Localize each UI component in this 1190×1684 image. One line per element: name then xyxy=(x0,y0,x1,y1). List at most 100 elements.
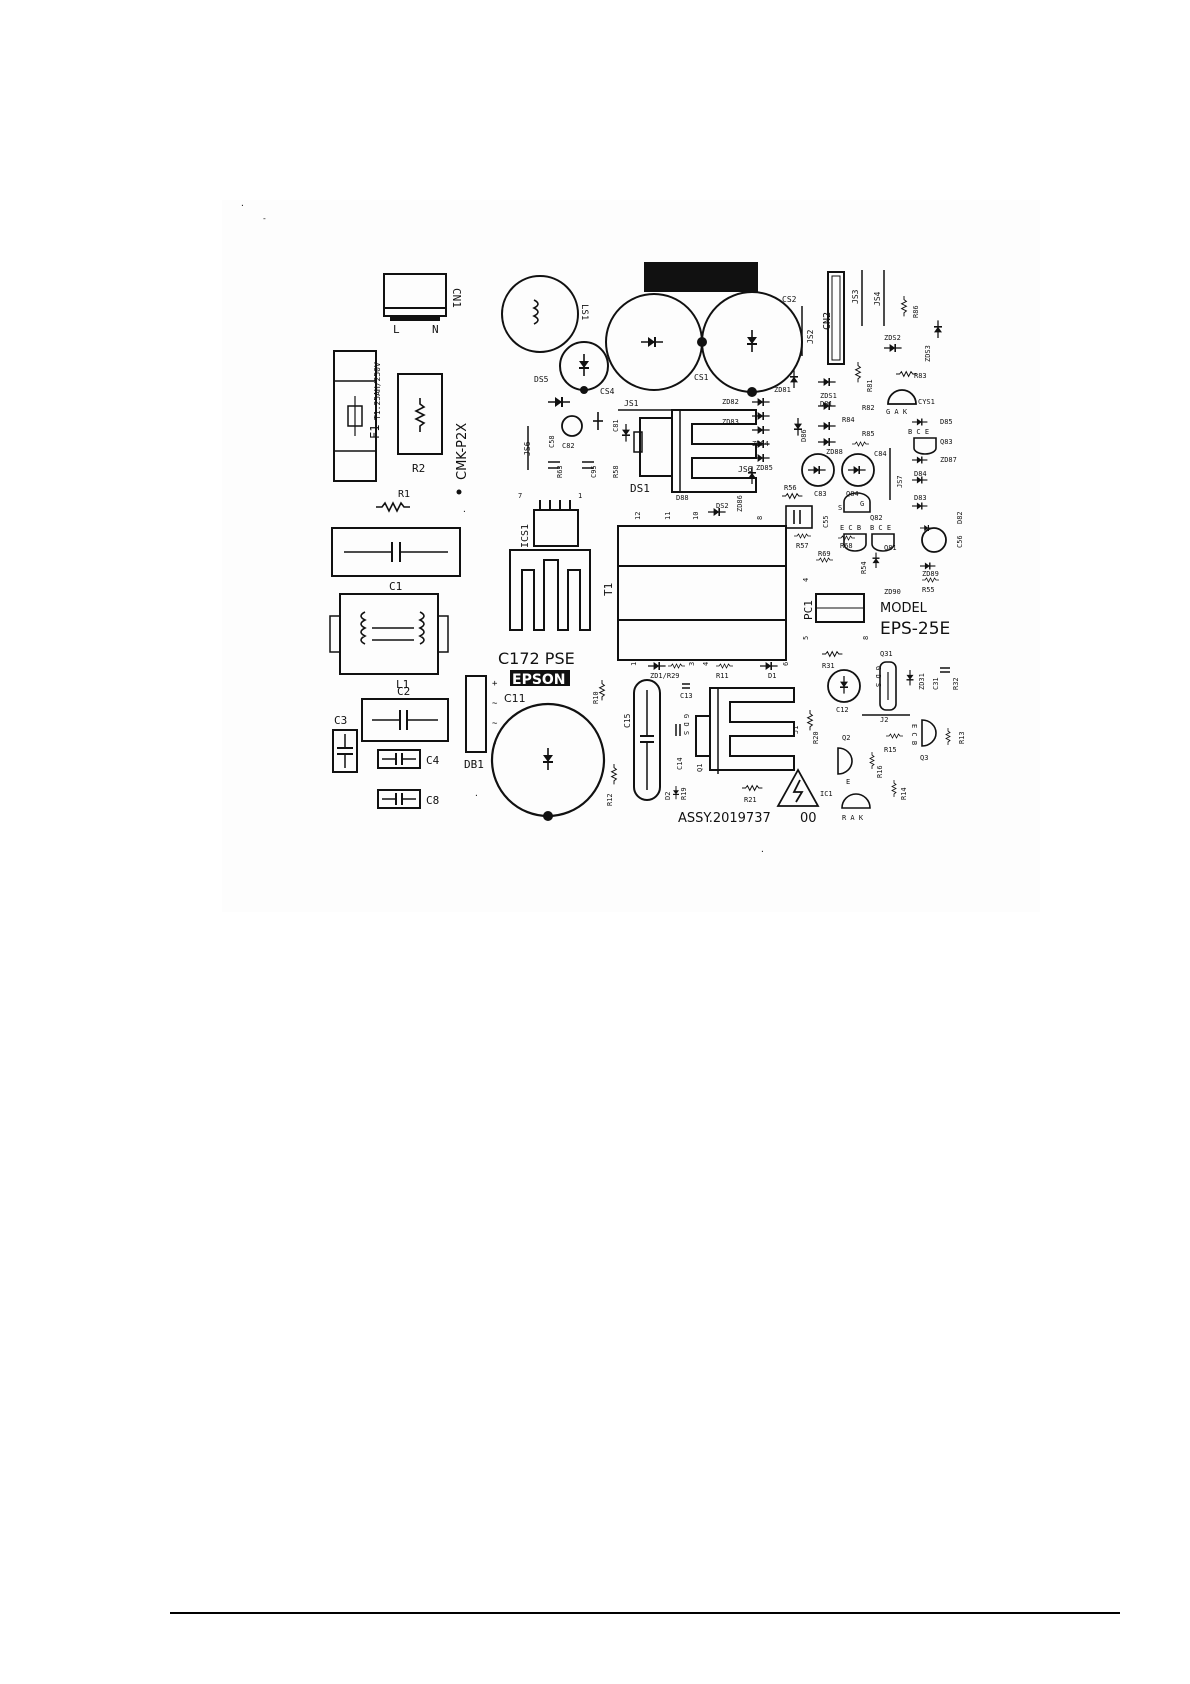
label-d82: D82 xyxy=(956,511,964,524)
c1-capacitor xyxy=(331,527,461,577)
label-r63: R63 xyxy=(556,465,564,478)
label-r86: R86 xyxy=(912,305,920,318)
c83-capacitor xyxy=(801,453,835,487)
label-r54: R54 xyxy=(860,561,868,574)
blackout-label xyxy=(644,262,758,292)
label-c14: C14 xyxy=(676,757,684,770)
q83-transistor xyxy=(913,437,937,455)
label-n: N xyxy=(432,323,439,336)
label-zds3: ZDS3 xyxy=(924,345,932,362)
label-r85: R85 xyxy=(862,430,875,438)
r2-resistor xyxy=(397,373,443,455)
c8-capacitor xyxy=(377,789,421,809)
cys1-regulator xyxy=(887,389,917,405)
label-ds2: DS2 xyxy=(716,502,729,510)
label-c95: C95 xyxy=(590,465,598,478)
label-r69: R69 xyxy=(818,550,831,558)
db1-ac2: ~ xyxy=(492,719,498,729)
label-bce: B C E xyxy=(908,428,929,436)
label-js1: JS1 xyxy=(624,399,639,408)
label-q83: Q83 xyxy=(940,438,953,446)
epson-logo-bg xyxy=(510,670,570,686)
label-r10: R10 xyxy=(592,691,600,704)
label-c83: C83 xyxy=(814,490,827,498)
label-gds2: G D S xyxy=(874,666,882,687)
svg-text:.: . xyxy=(474,789,479,798)
svg-text:-: - xyxy=(262,214,267,223)
label-q2: Q2 xyxy=(842,734,850,742)
label-ecb2: E C B xyxy=(910,724,918,745)
label-rs5: R55 xyxy=(922,586,935,594)
label-ds5: DS5 xyxy=(534,375,549,384)
db1-plus: + xyxy=(492,679,498,689)
label-d85: D85 xyxy=(940,418,953,426)
label-zd88: ZD88 xyxy=(826,448,843,456)
label-js6: JS6 xyxy=(523,441,532,456)
ls1-inductor xyxy=(501,275,579,353)
label-e: E xyxy=(846,778,850,786)
label-c1: C1 xyxy=(389,580,402,593)
label-l1: L1 xyxy=(396,678,409,691)
label-q3: Q3 xyxy=(920,754,928,762)
label-ecb: E C B xyxy=(840,524,861,532)
label-r57: R57 xyxy=(796,542,809,550)
q3-transistor xyxy=(921,719,937,747)
ic1-regulator xyxy=(841,793,871,809)
label-zds1: ZDS1 xyxy=(820,392,837,400)
svg-text:.: . xyxy=(240,199,245,208)
label-s: S xyxy=(838,504,842,512)
label-r2: R2 xyxy=(412,462,425,475)
q31-transistor xyxy=(879,661,897,711)
ics1-ic xyxy=(533,509,579,547)
label-r11: R11 xyxy=(716,672,729,680)
label-cn1: CN1 xyxy=(450,288,463,308)
label-f1: F1 xyxy=(368,425,382,439)
label-n7: 7 xyxy=(518,492,522,500)
label-d86: D86 xyxy=(800,429,808,442)
fuse-rating: T1.25AH/250V xyxy=(373,362,382,420)
label-cs2: CS2 xyxy=(782,295,797,304)
c2-capacitor xyxy=(361,698,449,742)
label-js7: JS7 xyxy=(896,475,904,488)
label-g: G xyxy=(860,500,864,508)
label-j1: J1 xyxy=(792,726,800,734)
label-cs1: CS1 xyxy=(694,373,709,382)
label-q82: Q82 xyxy=(870,514,883,522)
label-c31: C31 xyxy=(932,677,940,690)
label-r56: R56 xyxy=(784,484,797,492)
label-ds1: DS1 xyxy=(630,482,650,495)
label-d88: D88 xyxy=(676,494,689,502)
label-c84: C84 xyxy=(874,450,887,458)
label-r15: R15 xyxy=(884,746,897,754)
label-r83: R83 xyxy=(914,372,927,380)
label-c12: C12 xyxy=(836,706,849,714)
label-js3: JS3 xyxy=(851,289,860,304)
pc1-pin-8: 8 xyxy=(862,636,870,640)
label-ics1: ICS1 xyxy=(520,524,531,548)
label-zd86: ZD86 xyxy=(736,495,744,512)
c4-capacitor xyxy=(377,749,421,769)
label-j2: J2 xyxy=(880,716,888,724)
label-q31: Q31 xyxy=(880,650,893,658)
label-zd31: ZD31 xyxy=(918,673,926,690)
pc1-pin-5: 5 xyxy=(802,636,810,640)
c84-capacitor xyxy=(841,453,875,487)
label-c55: C55 xyxy=(822,515,830,528)
label-c4: C4 xyxy=(426,754,440,767)
c82-capacitor xyxy=(561,415,583,437)
model-label: MODEL xyxy=(880,601,928,616)
label-r21: R21 xyxy=(744,796,757,804)
label-r32: R32 xyxy=(952,677,960,690)
pin-6: 6 xyxy=(782,662,790,666)
label-r1: R1 xyxy=(398,489,410,500)
label-t1: T1 xyxy=(602,583,615,596)
label-c81: C81 xyxy=(612,419,620,432)
label-r13: R13 xyxy=(958,731,966,744)
model-name: EPS-25E xyxy=(880,619,950,639)
pin-11: 11 xyxy=(664,512,672,520)
label-q81: Q81 xyxy=(884,544,897,552)
label-gds: G D S xyxy=(682,714,690,735)
label-c82: C82 xyxy=(562,442,575,450)
t1-transformer xyxy=(617,525,787,661)
